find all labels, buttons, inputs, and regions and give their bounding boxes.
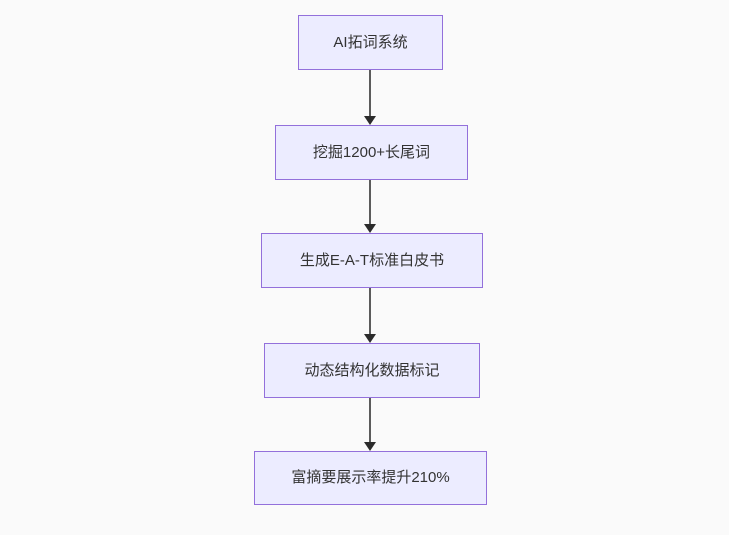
flowchart-node-eat-whitepaper: 生成E-A-T标准白皮书 (261, 233, 483, 288)
node-label: 动态结构化数据标记 (304, 361, 440, 379)
node-label: AI拓词系统 (333, 33, 408, 51)
arrowhead-down-icon (364, 442, 376, 451)
node-label: 富摘要展示率提升210% (291, 469, 450, 486)
arrowhead-down-icon (364, 116, 376, 125)
node-label: 挖掘1200+长尾词 (312, 143, 431, 161)
arrowhead-down-icon (364, 334, 376, 343)
arrowhead-down-icon (364, 224, 376, 233)
edge-line (369, 70, 371, 116)
edge-line (369, 288, 371, 334)
edge-line (369, 398, 371, 442)
edge-line (369, 180, 371, 224)
flowchart-node-structured-data: 动态结构化数据标记 (264, 343, 480, 398)
node-label: 生成E-A-T标准白皮书 (299, 251, 445, 269)
flowchart-node-ai-word-system: AI拓词系统 (298, 15, 443, 70)
flowchart-node-longtail-keywords: 挖掘1200+长尾词 (275, 125, 468, 180)
flowchart-node-rich-snippet-result: 富摘要展示率提升210% (254, 451, 487, 505)
